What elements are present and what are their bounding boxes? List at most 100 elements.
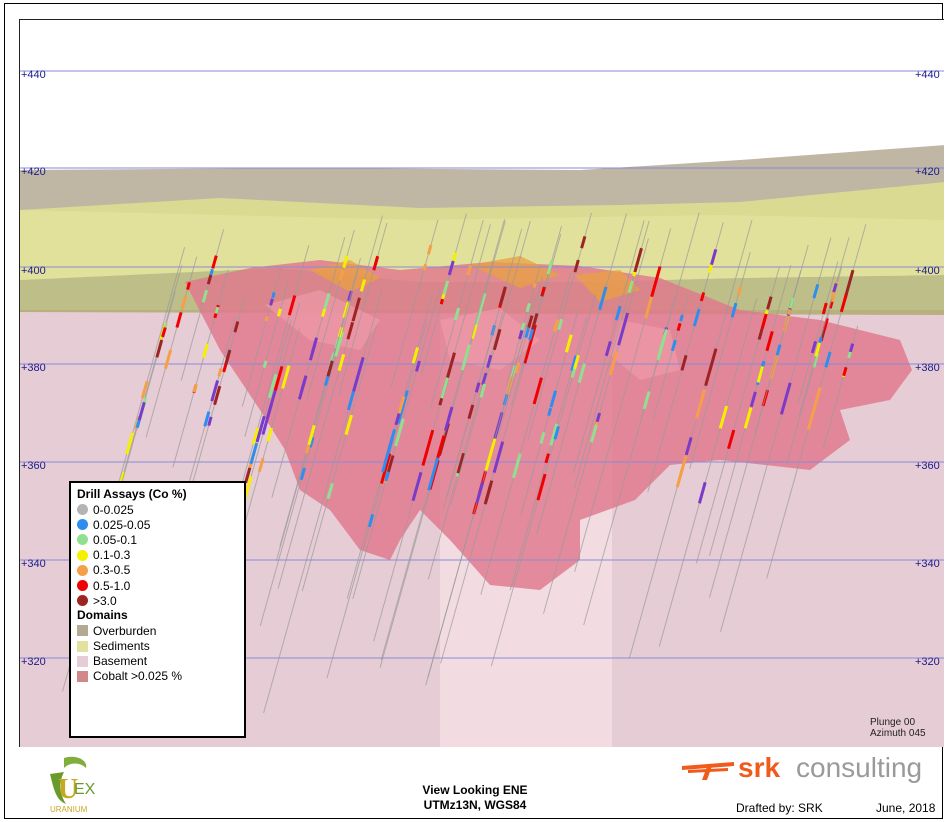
assay-interval bbox=[202, 343, 209, 359]
legend-label: >3.0 bbox=[93, 593, 117, 608]
assay-interval bbox=[684, 436, 693, 456]
legend-label: Cobalt >0.025 % bbox=[93, 669, 183, 684]
assay-interval bbox=[544, 453, 550, 464]
elevation-label-right-6: +320 bbox=[915, 656, 940, 668]
assay-interval bbox=[351, 297, 361, 322]
assay-interval bbox=[512, 453, 522, 479]
assay-interval bbox=[736, 286, 743, 296]
drillhole-trace bbox=[172, 269, 229, 468]
legend-assay-item: 0.5-1.0 bbox=[77, 578, 238, 593]
elevation-label-right-0: +440 bbox=[915, 69, 940, 81]
assay-interval bbox=[249, 442, 259, 465]
assay-interval bbox=[281, 365, 291, 389]
assay-interval bbox=[186, 281, 191, 291]
assay-interval bbox=[167, 349, 173, 358]
assay-interval bbox=[524, 327, 530, 339]
legend-label: Overburden bbox=[93, 623, 157, 638]
logo-text: URANIUM bbox=[50, 805, 88, 814]
legend-assay-item: 0.1-0.3 bbox=[77, 548, 238, 563]
assay-interval bbox=[426, 244, 433, 255]
legend-domain-item: Basement bbox=[77, 654, 238, 669]
assay-interval bbox=[344, 414, 353, 436]
assay-interval bbox=[475, 481, 485, 504]
legend-domain-item: Cobalt >0.025 % bbox=[77, 669, 238, 684]
assay-interval bbox=[549, 390, 558, 408]
assay-interval bbox=[352, 356, 365, 392]
assay-interval bbox=[456, 452, 466, 474]
elevation-label-left-3: +380 bbox=[21, 362, 46, 374]
assay-dot-icon bbox=[77, 580, 88, 592]
assay-interval bbox=[604, 340, 612, 357]
elevation-label-right-4: +360 bbox=[915, 460, 940, 472]
assay-interval bbox=[832, 282, 838, 293]
assay-interval bbox=[257, 457, 265, 473]
legend-assay-item: 0.05-0.1 bbox=[77, 532, 238, 547]
drillhole-trace bbox=[497, 277, 544, 436]
assay-interval bbox=[161, 327, 167, 338]
assay-interval bbox=[486, 354, 493, 368]
assay-dot-icon bbox=[77, 534, 88, 546]
assay-interval bbox=[598, 286, 608, 311]
assay-interval bbox=[379, 453, 392, 485]
assay-interval bbox=[140, 380, 149, 399]
assay-interval bbox=[201, 289, 209, 303]
assay-interval bbox=[273, 365, 284, 391]
assay-interval bbox=[642, 391, 651, 410]
assay-interval bbox=[359, 279, 367, 292]
assay-interval bbox=[547, 407, 553, 417]
assay-interval bbox=[307, 424, 316, 446]
assay-interval bbox=[492, 328, 502, 351]
drillhole-trace bbox=[244, 281, 289, 437]
assay-dot-icon bbox=[77, 564, 88, 576]
drillhole-trace bbox=[338, 222, 388, 396]
drillhole-trace bbox=[450, 220, 531, 505]
assay-interval bbox=[381, 444, 392, 473]
drillholes bbox=[62, 212, 867, 714]
srk-logo: srk consulting bbox=[680, 752, 944, 786]
assay-interval bbox=[137, 401, 146, 421]
legend-domain-item: Sediments bbox=[77, 639, 238, 654]
elevation-label-right-1: +420 bbox=[915, 166, 940, 178]
assay-interval bbox=[326, 482, 334, 500]
srk-mark-icon bbox=[682, 762, 734, 780]
assay-interval bbox=[766, 296, 773, 310]
assay-interval bbox=[394, 418, 405, 447]
assay-interval bbox=[614, 305, 622, 321]
assay-interval bbox=[447, 260, 455, 276]
assay-interval bbox=[269, 298, 274, 306]
drillhole-trace bbox=[301, 325, 378, 592]
assay-interval bbox=[608, 351, 619, 376]
legend: Drill Assays (Co %) 0-0.025 0.025-0.05 0… bbox=[69, 481, 246, 738]
assay-interval bbox=[536, 473, 547, 501]
assay-interval bbox=[531, 313, 539, 330]
assay-interval bbox=[670, 339, 677, 352]
legend-label: 0.1-0.3 bbox=[93, 548, 131, 563]
assay-interval bbox=[210, 380, 220, 402]
assay-interval bbox=[528, 327, 535, 341]
assay-interval bbox=[546, 260, 554, 275]
legend-label: 0.5-1.0 bbox=[93, 578, 131, 593]
assay-interval bbox=[304, 444, 311, 454]
assay-interval bbox=[323, 292, 331, 310]
assay-interval bbox=[163, 356, 171, 370]
assay-interval bbox=[541, 286, 546, 295]
assay-interval bbox=[125, 432, 135, 455]
assay-interval bbox=[743, 407, 753, 429]
assay-interval bbox=[627, 280, 634, 294]
assay-interval bbox=[308, 436, 315, 448]
assay-interval bbox=[211, 255, 218, 269]
domain-swatch-icon bbox=[77, 625, 88, 637]
assay-dot-icon bbox=[77, 519, 88, 531]
view-caption: View Looking ENE UTMz13N, WGS84 bbox=[380, 783, 570, 813]
assay-interval bbox=[810, 340, 818, 354]
assay-interval bbox=[760, 313, 768, 329]
assay-interval bbox=[549, 423, 559, 446]
assay-interval bbox=[810, 387, 822, 419]
cobalt-domain bbox=[185, 260, 912, 590]
assay-interval bbox=[570, 355, 578, 372]
assay-interval bbox=[710, 248, 718, 266]
assay-interval bbox=[299, 467, 306, 481]
assay-interval bbox=[266, 427, 274, 442]
logo-u: U bbox=[58, 774, 78, 805]
assay-interval bbox=[175, 311, 183, 328]
